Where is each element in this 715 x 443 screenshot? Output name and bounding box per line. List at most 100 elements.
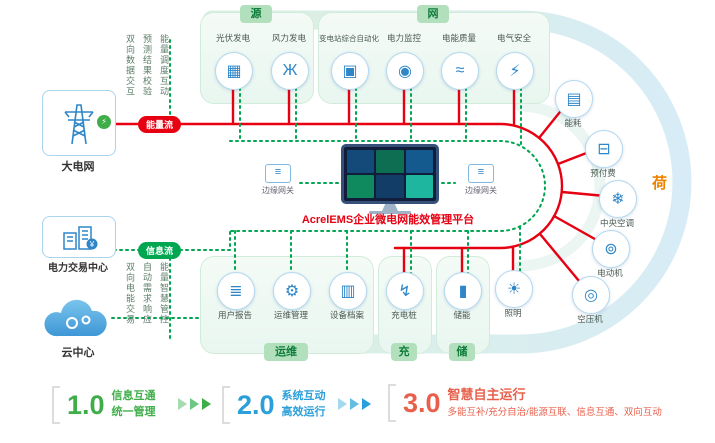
chevrons-1-icon [178, 398, 211, 410]
motor-icon: ⊚ [592, 230, 630, 268]
substation-automation-icon: ▣ [331, 52, 369, 90]
power-quality-icon: ≈ [441, 52, 479, 90]
storage-section-badge: 储 [449, 343, 475, 361]
energy-flow-badge: 能量流 [138, 116, 182, 133]
operation-section-badge: 运维 [264, 343, 308, 361]
power-grid-node: ⚡ [42, 90, 116, 156]
energy-storage-icon: ▮ [444, 272, 482, 310]
om-management-label: 运维管理 [273, 310, 308, 320]
lighting-glyph: ☀ [506, 281, 522, 298]
vtext-forecast-check: 预测结果校验 [142, 34, 152, 97]
legend-3-bracket [388, 384, 396, 422]
motor-label: 电动机 [597, 268, 623, 278]
lighting-icon: ☀ [495, 270, 533, 308]
legend-2-version: 2.0 [237, 389, 275, 420]
vtext-energy-trade: 双向电能交易 [125, 262, 135, 325]
source-section-badge: 源 [240, 5, 272, 23]
platform-screen [341, 144, 439, 204]
grid-section-badge: 网 [417, 5, 449, 23]
monitoring-glyph: ◉ [398, 63, 412, 80]
lighting-label: 照明 [504, 308, 522, 318]
report-glyph: ≣ [229, 283, 243, 300]
wind-power-label: 风力发电 [271, 33, 306, 43]
edge-gateway-left: ≡ 边缘网关 [252, 164, 304, 196]
substation-glyph: ▣ [342, 63, 358, 80]
quality-glyph: ≈ [455, 62, 465, 79]
pv-generation-label: 光伏发电 [215, 33, 250, 43]
power-quality-label: 电能质量 [441, 33, 476, 43]
archive-glyph: ▥ [340, 283, 356, 300]
electrical-safety-label: 电气安全 [496, 33, 531, 43]
energy-consumption-label: 能耗 [564, 118, 582, 128]
monitor-base [369, 211, 411, 214]
user-report-icon: ≣ [217, 272, 255, 310]
legend-1-line1: 信息互通 [111, 390, 156, 403]
legend-2-0: 2.0 系统互动 高效运行 [222, 386, 326, 424]
electrical-safety-icon: ⚡ [496, 52, 534, 90]
gateway-right-icon: ≡ [468, 164, 494, 183]
vtext-dispatch-interaction: 能量调度互动 [159, 34, 169, 97]
central-ac-glyph: ❄ [611, 191, 625, 208]
legend-2-bracket [222, 386, 230, 424]
charging-section-badge: 充 [391, 343, 417, 361]
wind-glyph: Ж [282, 62, 298, 79]
trading-center-icon: ¥ [63, 226, 98, 250]
prepaid-icon: ⊟ [585, 130, 623, 168]
air-compressor-label: 空压机 [577, 314, 603, 324]
svg-text:¥: ¥ [89, 240, 95, 249]
top-vertical-texts: 双向数据交互 预测结果校验 能量调度互动 [124, 34, 171, 120]
air-compressor-icon: ◎ [572, 276, 610, 314]
legend-2-line2: 高效运行 [281, 406, 326, 418]
pv-glyph: ▦ [226, 63, 242, 80]
trading-center-node: ¥ [42, 216, 116, 258]
compressor-glyph: ◎ [584, 287, 598, 304]
legend-3-version: 3.0 [403, 387, 441, 418]
consumption-glyph: ▤ [566, 91, 582, 108]
user-report-label: 用户报告 [217, 310, 252, 320]
charging-pile-icon: ↯ [386, 272, 424, 310]
wind-power-icon: Ж [271, 52, 309, 90]
power-grid-label: 大电网 [61, 161, 95, 173]
legend-3-line2: 多能互补/充分自治/能源互联、信息互通、双向互动 [447, 407, 662, 419]
charging-pile-label: 充电桩 [391, 310, 417, 320]
monitor-stand [382, 204, 398, 211]
vtext-smart-control: 能量智慧管控 [159, 262, 169, 325]
legend-1-version: 1.0 [67, 389, 105, 420]
central-ac-label: 中央空调 [599, 218, 634, 228]
motor-glyph: ⊚ [604, 241, 618, 258]
legend-2-line1: 系统互动 [281, 390, 326, 403]
energy-consumption-icon: ▤ [555, 80, 593, 118]
central-ac-icon: ❄ [599, 180, 637, 218]
power-monitoring-icon: ◉ [386, 52, 424, 90]
prepaid-label: 预付费 [590, 168, 616, 178]
platform-title: AcrelEMS企业微电网能效管理平台 [301, 214, 475, 226]
bolt-badge-icon: ⚡ [97, 115, 111, 129]
load-section-label: 荷 [652, 175, 668, 192]
cloud-icon [44, 299, 107, 337]
substation-automation-label: 变电站综合自动化 [319, 34, 379, 43]
chevrons-2-icon [338, 398, 371, 410]
pv-generation-icon: ▦ [215, 52, 253, 90]
legend-3-0: 3.0 智慧自主运行 多能互补/充分自治/能源互联、信息互通、双向互动 [388, 384, 662, 422]
gateway-right-label: 边缘网关 [465, 186, 497, 195]
transmission-tower-icon [64, 104, 94, 145]
om-glyph: ⚙ [284, 283, 300, 300]
trading-center-label: 电力交易中心 [48, 263, 108, 274]
energy-storage-label: 储能 [453, 310, 471, 320]
prepaid-glyph: ⊟ [597, 141, 611, 158]
legend-3-line1: 智慧自主运行 [447, 386, 526, 402]
equipment-archive-icon: ▥ [329, 272, 367, 310]
cloud-center-label: 云中心 [61, 347, 95, 359]
legend-1-bracket [52, 386, 60, 424]
legend-1-line2: 统一管理 [111, 406, 156, 418]
vtext-demand-response: 自动需求响应 [142, 262, 152, 325]
edge-gateway-right: ≡ 边缘网关 [455, 164, 507, 196]
platform-monitor [341, 144, 439, 214]
gateway-left-label: 边缘网关 [262, 186, 294, 195]
safety-glyph: ⚡ [509, 63, 521, 80]
power-monitoring-label: 电力监控 [386, 33, 421, 43]
charging-glyph: ↯ [398, 283, 412, 300]
